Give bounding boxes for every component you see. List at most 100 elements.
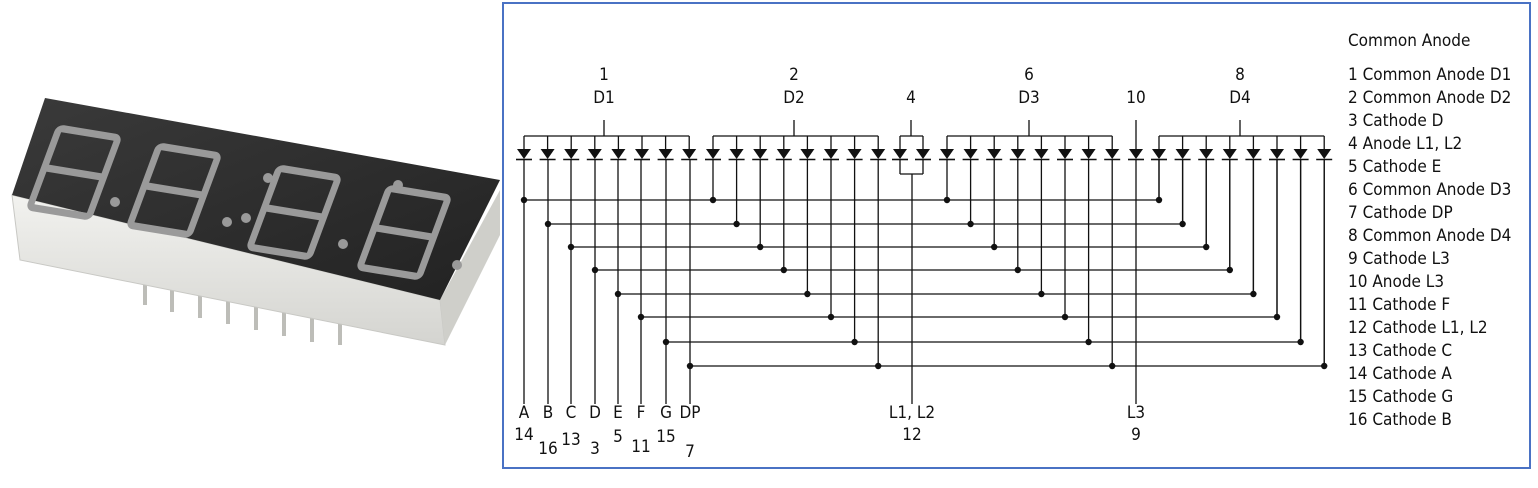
diode xyxy=(516,149,532,161)
junction-dot xyxy=(1297,338,1304,346)
diode xyxy=(586,149,603,161)
diode xyxy=(610,149,627,161)
diode xyxy=(1198,149,1215,161)
junction-dot xyxy=(544,220,552,228)
seg-d-label: D xyxy=(589,403,601,423)
junction-dot xyxy=(757,243,764,251)
diode xyxy=(915,149,931,161)
legend-title: Common Anode xyxy=(1348,31,1470,51)
seg-g-label: G xyxy=(660,403,672,423)
diode xyxy=(728,149,745,161)
diode xyxy=(1316,149,1333,161)
diode xyxy=(1269,149,1285,161)
display-face xyxy=(12,98,500,300)
legend-pin-7: 7 Cathode DP xyxy=(1348,203,1453,223)
junction-dot xyxy=(943,196,951,204)
digit3-name: D3 xyxy=(1018,88,1040,108)
seg-f-label: F xyxy=(637,403,646,423)
junction-dot xyxy=(1109,362,1116,370)
seg-f-pin: 11 xyxy=(631,437,650,457)
display-illustration xyxy=(11,98,500,346)
diode xyxy=(939,149,955,161)
seg-d-pin: 3 xyxy=(590,439,600,459)
junction-dot xyxy=(733,220,740,228)
legend-pin-14: 14 Cathode A xyxy=(1348,364,1452,384)
junction-dot xyxy=(1014,266,1021,274)
junction-dot xyxy=(1226,266,1233,274)
junction-dots xyxy=(520,196,1328,370)
junction-dot xyxy=(1155,196,1163,204)
diode xyxy=(962,149,979,161)
junction-dot xyxy=(875,362,882,370)
l1l2-label: L1, L2 xyxy=(889,403,935,423)
legend-pin-6: 6 Common Anode D3 xyxy=(1348,180,1511,200)
digit3-pin: 6 xyxy=(1024,65,1034,85)
l3-anode-pin: 10 xyxy=(1126,88,1145,108)
diode-array xyxy=(516,149,1333,161)
junction-dot xyxy=(520,196,528,204)
body-side xyxy=(440,190,500,345)
diode xyxy=(539,149,556,161)
junction-dot xyxy=(851,338,858,346)
seg-g-pin: 15 xyxy=(656,427,675,447)
digit1-name: D1 xyxy=(593,88,615,108)
junction-dot xyxy=(1061,313,1069,321)
legend-pin-9: 9 Cathode L3 xyxy=(1348,249,1450,269)
junction-dot xyxy=(614,290,622,298)
seg-e-pin: 5 xyxy=(613,427,623,447)
junction-dot xyxy=(1273,313,1281,321)
diode xyxy=(657,149,674,161)
diode xyxy=(823,149,839,161)
diode xyxy=(1151,149,1167,161)
junction-dot xyxy=(1203,243,1210,251)
l3-pin: 9 xyxy=(1131,425,1141,445)
junction-dot xyxy=(967,220,974,228)
pin-legend: Common Anode 1 Common Anode D1 2 Common … xyxy=(1348,31,1511,430)
diode xyxy=(1009,149,1026,161)
junction-dot xyxy=(827,313,835,321)
diode xyxy=(1174,149,1191,161)
legend-pin-4: 4 Anode L1, L2 xyxy=(1348,134,1462,154)
junction-dot xyxy=(567,243,575,251)
junction-dot xyxy=(591,266,599,274)
junction-dot xyxy=(1179,220,1186,228)
seg-c-label: C xyxy=(566,403,577,423)
junction-dot xyxy=(1250,290,1257,298)
junction-dot xyxy=(662,338,670,346)
colon-anode-pin: 4 xyxy=(906,88,916,108)
diode xyxy=(634,149,650,161)
diode xyxy=(1245,149,1262,161)
digit2-name: D2 xyxy=(783,88,805,108)
legend-pin-10: 10 Anode L3 xyxy=(1348,272,1444,292)
junction-dot xyxy=(1038,290,1045,298)
seg-b-pin: 16 xyxy=(538,439,557,459)
seg-dp-pin: 7 xyxy=(685,442,695,462)
legend-pin-11: 11 Cathode F xyxy=(1348,295,1450,315)
junction-dot xyxy=(709,196,717,204)
legend-pin-8: 8 Common Anode D4 xyxy=(1348,226,1511,246)
wiring xyxy=(523,120,1325,404)
junction-dot xyxy=(686,362,694,370)
l1l2-pin: 12 xyxy=(902,425,921,445)
junction-dot xyxy=(1321,362,1328,370)
seg-e-label: E xyxy=(613,403,623,423)
junction-dot xyxy=(991,243,998,251)
diode xyxy=(1057,149,1073,161)
legend-pin-16: 16 Cathode B xyxy=(1348,410,1452,430)
diode xyxy=(681,149,698,161)
diode xyxy=(1080,149,1097,161)
legend-pin-13: 13 Cathode C xyxy=(1348,341,1452,361)
legend-pin-1: 1 Common Anode D1 xyxy=(1348,65,1511,85)
digit4-pin: 8 xyxy=(1235,65,1245,85)
diode xyxy=(752,149,769,161)
decimal-points xyxy=(110,173,462,270)
l3-label: L3 xyxy=(1127,403,1145,423)
diode xyxy=(563,149,580,161)
legend-pin-3: 3 Cathode D xyxy=(1348,111,1443,131)
diode xyxy=(1221,149,1238,161)
legend-pin-2: 2 Common Anode D2 xyxy=(1348,88,1511,108)
junction-dot xyxy=(780,266,787,274)
digit4-name: D4 xyxy=(1229,88,1251,108)
schematic-diagram: 1 D1 2 D2 4 6 D3 10 8 D4 A 14 B 16 C 13 … xyxy=(514,31,1511,462)
diode xyxy=(705,149,721,161)
